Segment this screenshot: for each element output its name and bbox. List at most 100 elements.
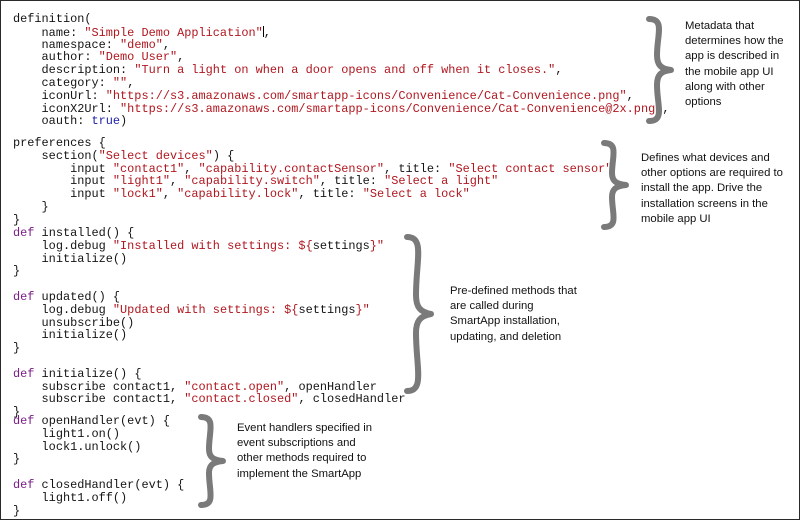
code-text: , openHandler (284, 379, 377, 394)
code-text: category: (13, 75, 113, 90)
code-string: "Turn a light on when a door opens and o… (134, 63, 556, 78)
code-keyword: def (13, 414, 35, 428)
code-text: settings (312, 238, 370, 253)
code-line: def openHandler(evt) { (13, 415, 184, 428)
code-text: subscribe contact1, (13, 379, 185, 394)
code-text: subscribe contact1, (13, 392, 185, 407)
code-line: def updated() { (13, 291, 405, 304)
code-text: oauth: (13, 114, 92, 129)
code-line: } (13, 406, 405, 419)
code-text: name: (13, 25, 85, 40)
brace-handlers (198, 414, 226, 508)
code-string: "Select a light" (384, 174, 499, 189)
code-text: ) { (212, 148, 235, 163)
code-string: "demo" (120, 37, 163, 52)
code-text: , title: (298, 187, 363, 202)
code-line: subscribe contact1, "contact.open", open… (13, 379, 405, 394)
code-text: input (13, 161, 113, 176)
code-string: "lock1" (112, 187, 163, 202)
code-line: def initialize() { (13, 366, 405, 381)
code-string: "contact.closed" (184, 392, 299, 407)
code-keyword: def (13, 366, 35, 381)
code-line: } (13, 201, 612, 214)
code-line: initialize() (13, 251, 405, 266)
code-block-preferences: preferences { section("Select devices") … (13, 137, 612, 227)
annotation-preferences: Defines what devices and other options a… (641, 152, 783, 225)
code-string: "contact1" (112, 161, 185, 176)
code-string: "light1" (112, 174, 170, 189)
code-line: lock1.unlock() (13, 439, 184, 454)
code-text: , (626, 88, 634, 103)
code-string: "https://s3.amazonaws.com/smartapp-icons… (105, 88, 627, 103)
code-string: "contact.open" (184, 379, 285, 394)
code-line: } (13, 212, 612, 227)
brace-metadata (646, 16, 674, 124)
code-line: iconX2Url: "https://s3.amazonaws.com/sma… (13, 101, 670, 116)
code-text: , closedHandler (298, 392, 406, 407)
annotation-handlers: Event handlers specified in event subscr… (237, 422, 373, 480)
code-text: openHandler(evt) { (34, 414, 170, 428)
code-string: "capability.lock" (177, 187, 299, 202)
code-block-handlers: def openHandler(evt) { light1.on() lock1… (13, 415, 184, 517)
code-string: "Select a lock" (362, 187, 470, 202)
code-keyword: def (13, 289, 35, 304)
code-line: } (13, 265, 405, 278)
code-text: } (13, 264, 21, 279)
code-text: , (263, 25, 271, 40)
code-keyword: def (13, 477, 35, 492)
code-string: "https://s3.amazonaws.com/smartapp-icons… (120, 101, 663, 116)
code-string: "capability.contactSensor" (198, 161, 385, 176)
code-text: } (13, 212, 21, 227)
code-text: settings (298, 302, 356, 317)
code-line: light1.on() (13, 427, 184, 441)
code-text: , (127, 75, 135, 90)
code-line: section("Select devices") { (13, 148, 612, 163)
code-line: } (13, 504, 184, 518)
code-line: preferences { (13, 137, 612, 150)
code-line: description: "Turn a light on when a doo… (13, 64, 670, 77)
code-text: iconUrl: (13, 88, 106, 103)
code-text: definition( (13, 12, 92, 26)
code-string: "Select devices" (98, 148, 213, 163)
code-text: updated() { (34, 289, 121, 304)
code-block-lifecycle: def installed() { log.debug "Installed w… (13, 227, 405, 419)
code-text: , (555, 63, 563, 78)
code-text: input (13, 174, 113, 189)
code-line: category: "", (13, 77, 670, 90)
code-line: definition( (13, 13, 670, 26)
code-text: } (13, 341, 21, 356)
code-line: author: "Demo User", (13, 51, 670, 64)
code-string: "" (112, 75, 128, 90)
code-text: , (662, 101, 670, 116)
code-text: lock1.unlock() (13, 439, 142, 454)
code-string: "Select contact sensor" (448, 161, 613, 176)
code-line: log.debug "Installed with settings: ${se… (13, 238, 405, 253)
code-string: }" (355, 302, 370, 317)
code-string: "Simple Demo Application" (84, 25, 263, 40)
code-line: input "lock1", "capability.lock", title:… (13, 188, 612, 201)
code-text: , (162, 187, 178, 202)
brace-preferences (601, 140, 629, 230)
code-line: oauth: true) (13, 115, 670, 128)
code-text: description: (13, 63, 135, 78)
code-text: , title: (384, 161, 449, 176)
code-boolean: true (91, 114, 121, 129)
code-text: author: (13, 50, 99, 65)
annotation-lifecycle: Pre-defined methods that are called duri… (450, 285, 577, 343)
code-text: initialize() { (34, 366, 142, 381)
text-cursor (262, 25, 264, 37)
code-string: "capability.switch" (184, 174, 320, 189)
code-line: iconUrl: "https://s3.amazonaws.com/smart… (13, 88, 670, 103)
code-text: iconX2Url: (13, 101, 121, 116)
code-string: "Installed with settings: ${ (112, 238, 313, 253)
code-text: initialize() (13, 251, 128, 266)
code-text: , (162, 37, 171, 52)
code-text: section( (13, 148, 99, 163)
code-text: namespace: (13, 37, 121, 52)
code-text: , (177, 50, 185, 65)
code-text: , (170, 174, 185, 189)
code-text: } (13, 199, 49, 214)
code-line: unsubscribe() (13, 316, 405, 330)
code-text: , title: (319, 174, 385, 189)
